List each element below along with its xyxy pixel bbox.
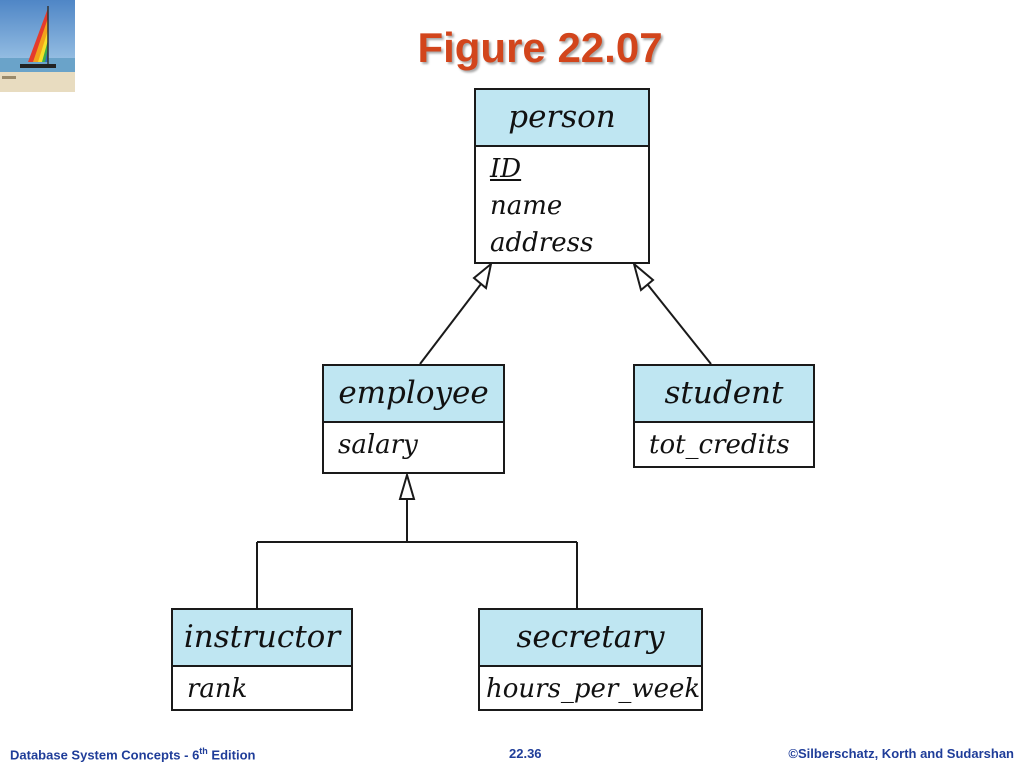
footer-book-title: Database System Concepts - 6th Edition bbox=[10, 746, 255, 762]
slide-title: Figure 22.07 bbox=[417, 24, 663, 71]
arrowhead-student-person bbox=[632, 261, 655, 292]
entity-instructor-name: instructor bbox=[173, 610, 351, 667]
entity-person-attributes: ID name address bbox=[476, 147, 648, 262]
attribute-hours-per-week: hours_per_week bbox=[486, 674, 701, 704]
entity-student-attributes: tot_credits bbox=[635, 423, 813, 464]
entity-employee[interactable]: employee salary bbox=[322, 364, 505, 474]
entity-student-name: student bbox=[635, 366, 813, 423]
arrowhead-employee-person bbox=[472, 261, 493, 290]
attribute-tot-credits: tot_credits bbox=[649, 430, 790, 460]
footer-book-title-text: Database System Concepts - 6 bbox=[10, 747, 200, 763]
connector-employee-person bbox=[419, 279, 485, 365]
footer-page-number: 22.36 bbox=[509, 746, 542, 761]
entity-instructor-attributes: rank bbox=[173, 667, 351, 708]
attribute-rank: rank bbox=[187, 674, 248, 704]
entity-secretary-name: secretary bbox=[480, 610, 701, 667]
attribute-salary: salary bbox=[338, 430, 418, 460]
entity-person[interactable]: person ID name address bbox=[474, 88, 650, 264]
attribute-address: address bbox=[490, 228, 594, 258]
sailboat-logo-icon bbox=[0, 0, 75, 92]
entity-employee-attributes: salary bbox=[324, 423, 503, 464]
entity-person-name: person bbox=[476, 90, 648, 147]
entity-student[interactable]: student tot_credits bbox=[633, 364, 815, 468]
arrowhead-employee bbox=[398, 471, 416, 500]
footer-book-title-suffix: Edition bbox=[207, 747, 256, 763]
attribute-id: ID bbox=[490, 154, 522, 184]
entity-employee-name: employee bbox=[324, 366, 503, 423]
connector-student-person bbox=[643, 279, 712, 365]
entity-instructor[interactable]: instructor rank bbox=[171, 608, 353, 711]
attribute-name: name bbox=[490, 191, 563, 221]
entity-secretary-attributes: hours_per_week bbox=[480, 667, 701, 708]
footer-copyright: ©Silberschatz, Korth and Sudarshan bbox=[788, 746, 1014, 761]
footer-book-title-sup: th bbox=[199, 746, 208, 756]
entity-secretary[interactable]: secretary hours_per_week bbox=[478, 608, 703, 711]
